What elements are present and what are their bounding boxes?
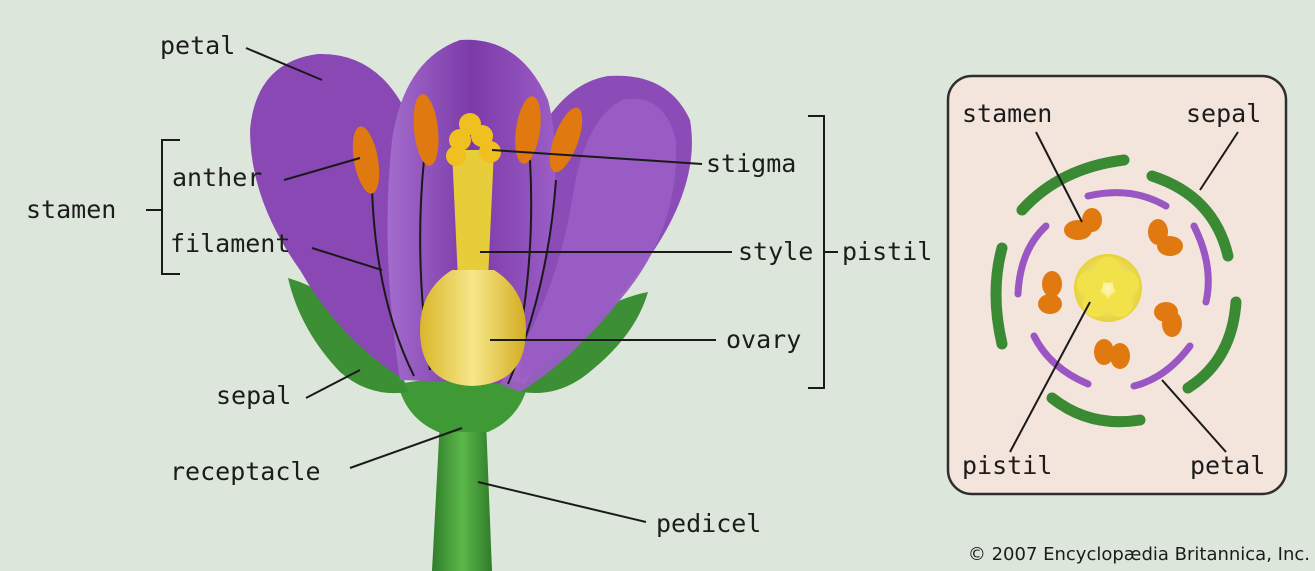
inset-label-sepal: sepal xyxy=(1186,99,1261,128)
copyright-notice: © 2007 Encyclopædia Britannica, Inc. xyxy=(968,544,1310,565)
label-stigma: stigma xyxy=(706,149,796,178)
label-sepal: sepal xyxy=(216,381,291,410)
label-petal: petal xyxy=(160,31,235,60)
label-style: style xyxy=(738,237,813,266)
label-pistil: pistil xyxy=(842,237,932,266)
style-shape xyxy=(452,150,494,280)
inset-label-petal: petal xyxy=(1190,451,1265,480)
pedicel-shape xyxy=(432,420,492,571)
label-filament: filament xyxy=(170,229,290,258)
inset-label-pistil: pistil xyxy=(962,451,1052,480)
label-ovary: ovary xyxy=(726,325,801,354)
label-anther: anther xyxy=(172,163,262,192)
label-receptacle: receptacle xyxy=(170,457,321,486)
inset-label-stamen: stamen xyxy=(962,99,1052,128)
label-pedicel: pedicel xyxy=(656,509,761,538)
ovary-shape xyxy=(420,270,526,386)
label-stamen: stamen xyxy=(26,195,116,224)
floral-diagram-inset: stamen sepal pistil petal xyxy=(948,76,1286,494)
